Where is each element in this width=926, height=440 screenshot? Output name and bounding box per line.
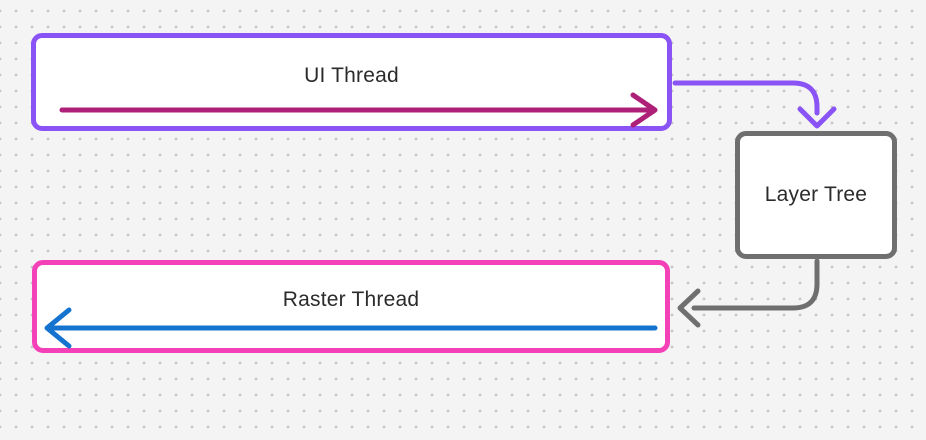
node-raster-thread[interactable]: Raster Thread	[32, 260, 670, 353]
connector-layer-tree-to-raster	[677, 258, 820, 328]
node-layer-tree-label: Layer Tree	[764, 183, 868, 206]
node-raster-thread-label: Raster Thread	[282, 287, 420, 311]
node-ui-thread[interactable]: UI Thread	[31, 33, 672, 131]
node-layer-tree[interactable]: Layer Tree	[735, 131, 897, 259]
connector-ui-to-layer-tree	[672, 80, 837, 129]
node-ui-thread-label: UI Thread	[304, 64, 399, 87]
